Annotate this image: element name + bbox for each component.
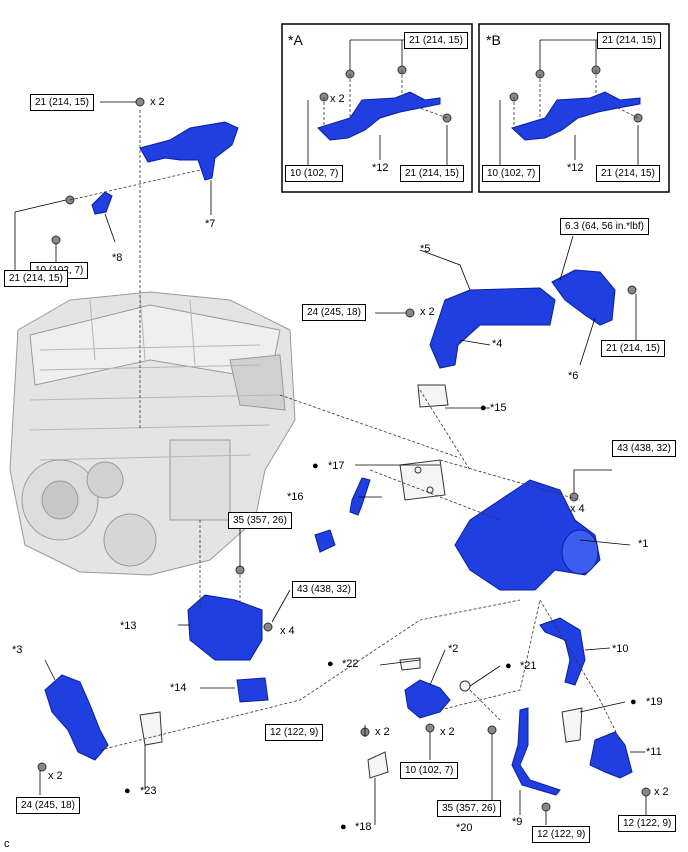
- inset-a-qty: x 2: [330, 93, 345, 105]
- bracket-12-b: [511, 91, 641, 141]
- qty-label: x 2: [654, 786, 669, 798]
- gasket-22: [399, 657, 421, 671]
- part-label: *22: [342, 658, 359, 670]
- pipe-14: [236, 677, 269, 703]
- torque-callout: 6.3 (64, 56 in.*lbf): [560, 218, 649, 235]
- engine-detail-lines: [29, 294, 281, 461]
- gasket-19: [561, 707, 583, 743]
- tube-16: [349, 477, 371, 516]
- bullet-mark: ●: [340, 821, 347, 833]
- inset-a-part: *12: [372, 162, 389, 174]
- gasket-17: [399, 459, 446, 501]
- part-label: *9: [512, 816, 523, 828]
- pipe-9: [511, 707, 561, 796]
- qty-label: x 4: [570, 503, 585, 515]
- qty-label: x 2: [150, 96, 165, 108]
- engine-assembly: [9, 291, 296, 576]
- corner-mark: c: [4, 838, 10, 850]
- part-label: *17: [328, 460, 345, 472]
- bracket-12-a: [317, 91, 441, 141]
- qty-label: x 2: [420, 306, 435, 318]
- part-label: *15: [490, 402, 507, 414]
- part-label: *21: [520, 660, 537, 672]
- part-label: *2: [448, 643, 459, 655]
- gaskets: [139, 384, 583, 779]
- part-label: *8: [112, 252, 123, 264]
- tube-small: [314, 529, 336, 553]
- part-label: *13: [120, 620, 137, 632]
- inset-a-tag: *A: [288, 32, 303, 48]
- inset-b-torque-3: 21 (214, 15): [596, 165, 660, 182]
- inset-b-torque-1: 21 (214, 15): [597, 32, 661, 49]
- leader-lines: [14, 39, 647, 825]
- hose-10: [539, 617, 586, 686]
- inset-b-part: *12: [567, 162, 584, 174]
- converter-5: [429, 287, 556, 369]
- torque-callout: 21 (214, 15): [30, 94, 94, 111]
- gasket-23: [139, 711, 163, 746]
- part-label: *4: [492, 338, 503, 350]
- bracket-11: [589, 731, 633, 779]
- blue-parts: [44, 91, 641, 796]
- torque-callout: 43 (438, 32): [292, 581, 356, 598]
- inset-a-torque-1: 21 (214, 15): [404, 32, 468, 49]
- bullet-mark: ●: [124, 785, 131, 797]
- gasket-15: [417, 384, 449, 408]
- torque-callout: 12 (122, 9): [532, 826, 591, 843]
- qty-label: x 4: [280, 625, 295, 637]
- part-label: *11: [646, 746, 662, 758]
- inset-a-frame: [281, 23, 473, 193]
- part-label: *10: [612, 643, 629, 655]
- part-label: *7: [205, 218, 216, 230]
- inset-b-torque-2: 10 (102, 7): [482, 165, 541, 182]
- bullet-mark: ●: [505, 660, 512, 672]
- part-label: *16: [287, 491, 304, 503]
- gasket-18: [367, 751, 389, 779]
- part-label: *14: [170, 682, 187, 694]
- torque-callout: 43 (438, 32): [612, 440, 676, 457]
- inset-b-tag: *B: [486, 32, 501, 48]
- part-label: *18: [355, 821, 372, 833]
- elbow-6: [551, 269, 616, 326]
- torque-callout: 21 (214, 15): [601, 340, 665, 357]
- torque-callout: 12 (122, 9): [618, 815, 677, 832]
- qty-label: x 2: [375, 726, 390, 738]
- bracket-13: [187, 594, 263, 661]
- pipe-3: [44, 674, 109, 761]
- qty-label: x 2: [440, 726, 455, 738]
- torque-callout: 24 (245, 18): [16, 797, 80, 814]
- bracket-2: [404, 679, 451, 719]
- bracket-7: [139, 121, 239, 181]
- torque-callout: 35 (357, 26): [228, 512, 292, 529]
- torque-callout: 21 (214, 15): [4, 270, 68, 287]
- part-label: *19: [646, 696, 663, 708]
- torque-callout: 24 (245, 18): [302, 304, 366, 321]
- qty-label: x 2: [48, 770, 63, 782]
- inset-a-torque-3: 21 (214, 15): [400, 165, 464, 182]
- part-label: *23: [140, 785, 157, 797]
- part-label: *3: [12, 644, 23, 656]
- torque-callout: 10 (102, 7): [400, 762, 459, 779]
- bracket-8: [91, 191, 113, 215]
- bullet-mark: ●: [480, 402, 487, 414]
- part-label: *1: [638, 538, 649, 550]
- torque-callout: 12 (122, 9): [265, 724, 324, 741]
- inset-b-frame: [478, 23, 670, 193]
- bullet-mark: ●: [630, 696, 637, 708]
- bullet-mark: ●: [327, 658, 334, 670]
- assembly-dashed-lines: [69, 70, 639, 751]
- bullet-mark: ●: [312, 460, 319, 472]
- torque-callout: 35 (357, 26): [437, 800, 501, 817]
- part-label: *5: [420, 243, 431, 255]
- gasket-21: [459, 680, 471, 692]
- part-label: *20: [456, 822, 473, 834]
- inset-a-torque-2: 10 (102, 7): [285, 165, 344, 182]
- part-label: *6: [568, 370, 579, 382]
